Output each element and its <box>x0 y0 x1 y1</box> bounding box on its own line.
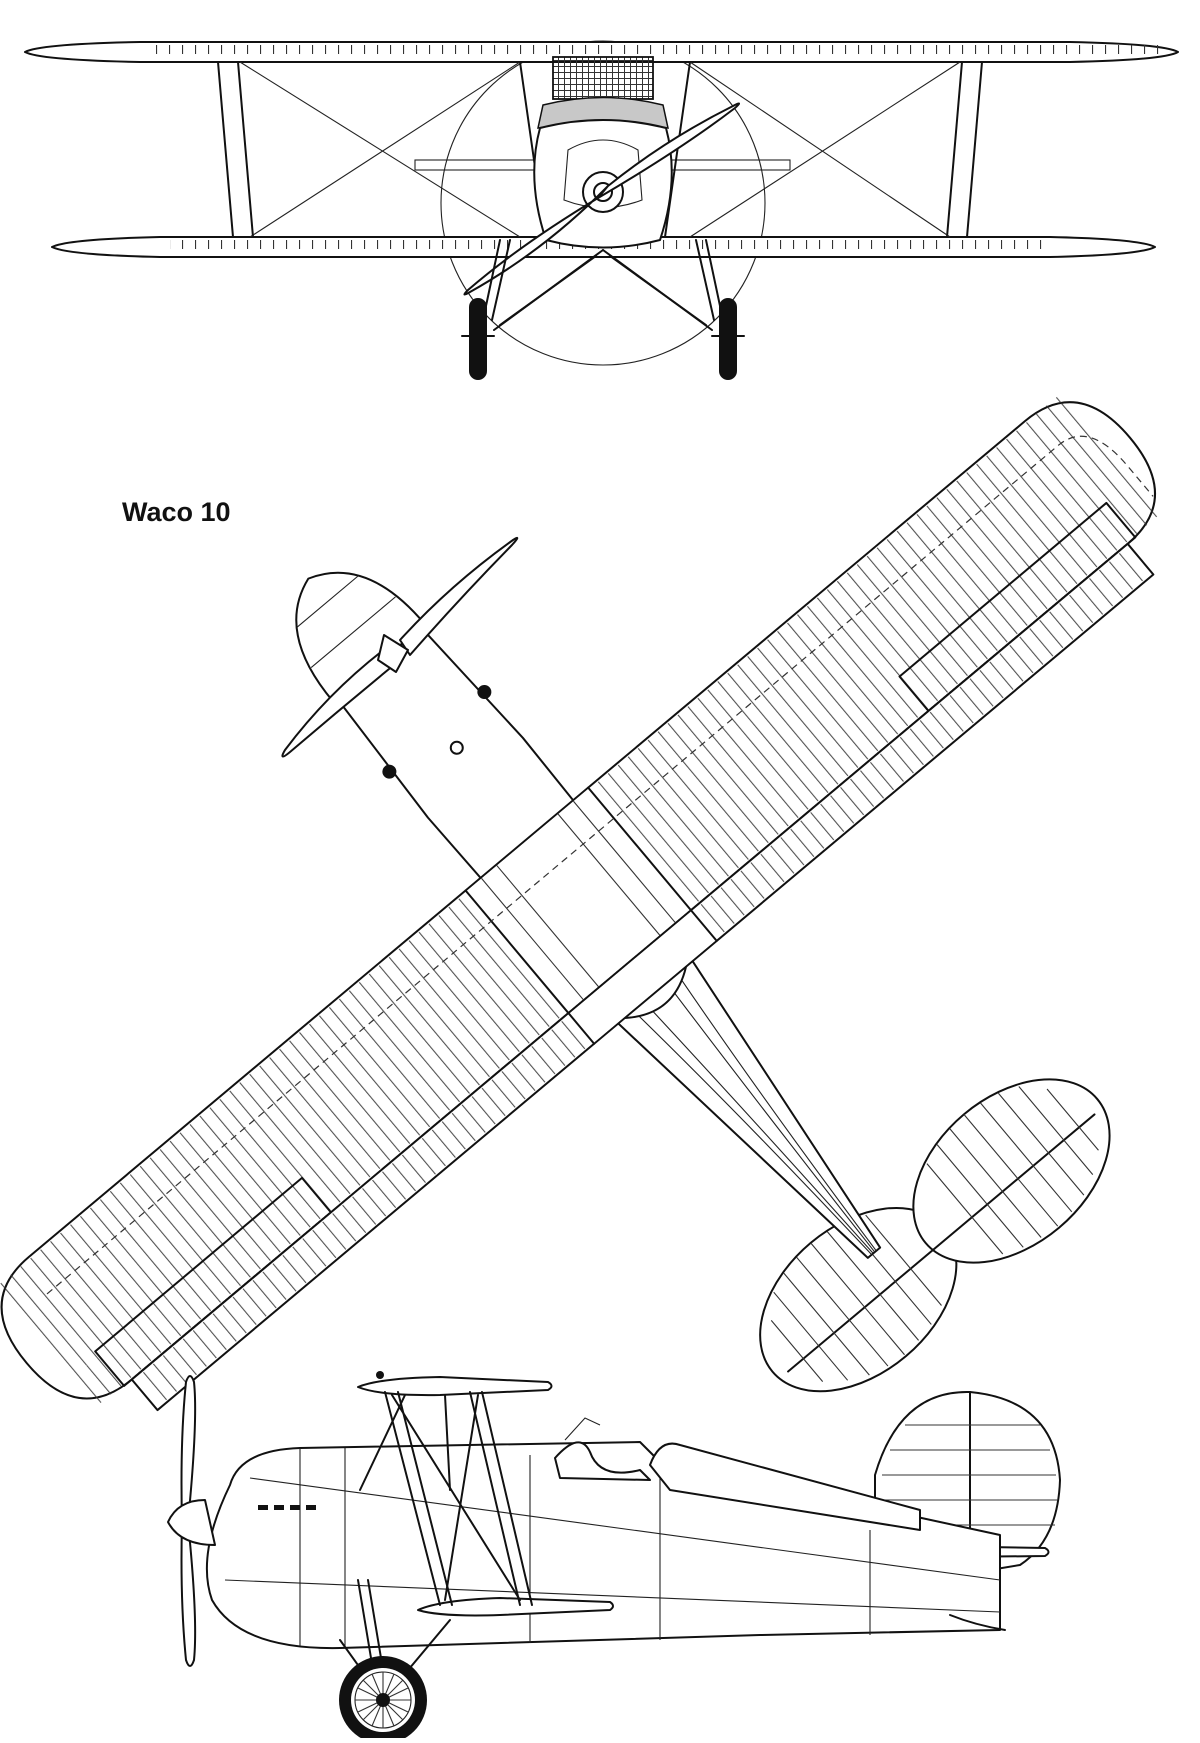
side-landing-gear <box>339 1579 451 1743</box>
side-view <box>167 1371 1061 1743</box>
side-lower-wing <box>417 1597 614 1617</box>
propeller-disc <box>440 40 766 366</box>
front-propeller <box>463 185 609 296</box>
front-radiator <box>552 56 654 100</box>
front-view <box>24 40 1179 380</box>
side-wing-struts <box>359 1391 533 1606</box>
side-propeller <box>180 1375 197 1523</box>
aircraft-title: Waco 10 <box>122 497 231 527</box>
side-rear-cockpit <box>554 1441 651 1481</box>
front-interplane-struts <box>217 61 983 238</box>
front-landing-gear <box>461 239 745 380</box>
top-horizontal-tail <box>759 1078 1111 1393</box>
front-flying-wires <box>239 61 961 238</box>
top-cowling <box>295 571 426 703</box>
side-upper-wing <box>357 1376 553 1397</box>
top-propeller <box>281 644 401 758</box>
top-view <box>0 390 1165 1412</box>
